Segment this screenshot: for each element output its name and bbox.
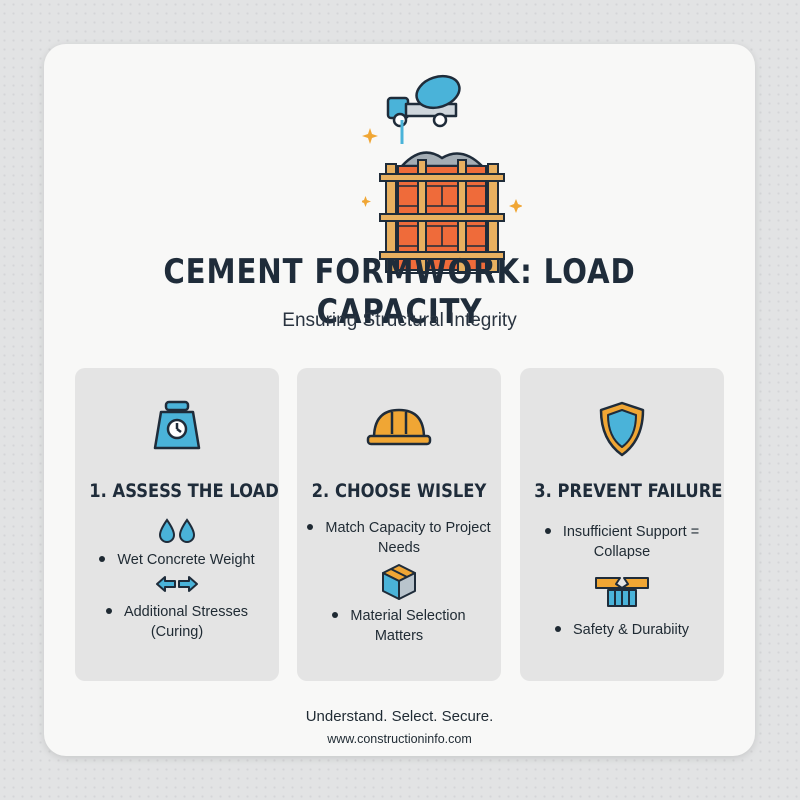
panel-title: 3. PREVENT FAILURE bbox=[534, 480, 723, 502]
footer-tagline: Understand. Select. Secure. bbox=[305, 708, 494, 725]
page-title: CEMENT FORMWORK: LOAD CAPACITY bbox=[163, 252, 636, 332]
hard-hat-icon bbox=[366, 408, 432, 446]
list-item: Additional Stresses (Curing) bbox=[85, 602, 269, 642]
panel-assess-load: 1. ASSESS THE LOAD Wet Concrete Weight A… bbox=[75, 368, 279, 681]
infographic-card: CEMENT FORMWORK: LOAD CAPACITY Ensuring … bbox=[44, 44, 755, 756]
list-item: Material Selection Matters bbox=[307, 606, 491, 646]
list-item: Insufficient Support = Collapse bbox=[530, 522, 714, 562]
concrete-mixer-truck-formwork-icon bbox=[362, 74, 522, 274]
broken-beam-icon bbox=[595, 577, 649, 607]
list-item: Safety & Durabiity bbox=[530, 620, 714, 640]
list-item: Wet Concrete Weight bbox=[85, 550, 269, 570]
material-cube-icon bbox=[382, 564, 416, 600]
page-subtitle: Ensuring Structural Integrity bbox=[282, 310, 517, 331]
footer-url[interactable]: www.constructioninfo.com bbox=[327, 732, 472, 746]
shield-icon bbox=[599, 401, 645, 457]
panel-choose-wisely: 2. CHOOSE WISLEY Match Capacity to Proje… bbox=[297, 368, 501, 681]
panel-title: 1. ASSESS THE LOAD bbox=[89, 480, 279, 502]
arrows-left-right-icon bbox=[156, 576, 198, 592]
panel-prevent-failure: 3. PREVENT FAILURE Insufficient Support … bbox=[520, 368, 724, 681]
water-drops-icon bbox=[158, 518, 196, 543]
panel-title: 2. CHOOSE WISLEY bbox=[311, 480, 487, 502]
weight-scale-icon bbox=[153, 400, 201, 450]
list-item: Match Capacity to Project Needs bbox=[307, 518, 491, 558]
